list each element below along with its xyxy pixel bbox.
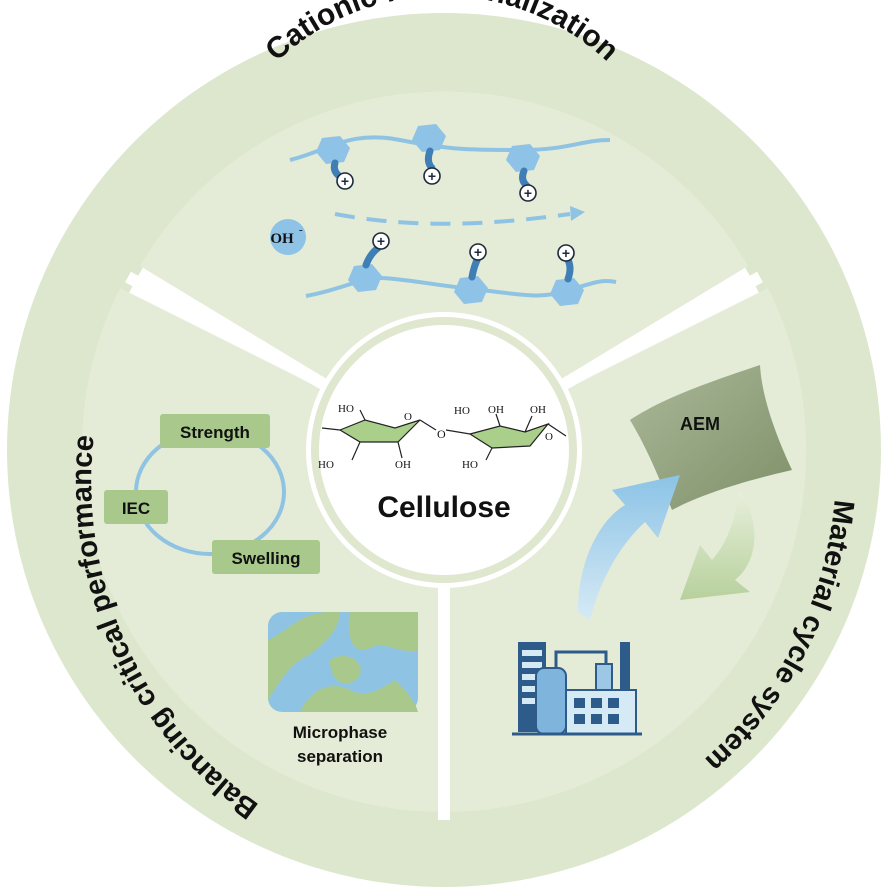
iec-box: IEC — [104, 490, 168, 524]
cation-plus-icon: + — [557, 244, 575, 262]
center-ring-band — [311, 317, 577, 583]
monomer-hexagon — [412, 124, 446, 152]
svg-text:Strength: Strength — [180, 423, 250, 442]
cation-plus-icon: + — [519, 184, 537, 202]
svg-text:-: - — [299, 224, 303, 236]
svg-text:+: + — [524, 185, 532, 201]
svg-text:OH: OH — [395, 459, 411, 471]
swelling-box: Swelling — [212, 540, 320, 574]
svg-text:O: O — [545, 431, 553, 443]
factory-icon — [512, 642, 642, 736]
svg-text:HO: HO — [338, 403, 354, 415]
svg-text:+: + — [474, 244, 482, 260]
strength-box: Strength — [160, 414, 270, 448]
recycle-arrow-green — [680, 490, 755, 600]
microphase-label-line1: Microphase — [293, 723, 387, 742]
monomer-hexagon — [316, 136, 350, 164]
svg-text:OH: OH — [530, 404, 546, 416]
svg-text:+: + — [562, 245, 570, 261]
recycle-arrow-blue — [578, 475, 680, 620]
cation-plus-icon: + — [469, 243, 487, 261]
monomer-hexagon — [550, 278, 584, 306]
svg-text:OH: OH — [270, 231, 294, 247]
center-ring — [306, 312, 582, 588]
polymer-chain-upper: + + + — [289, 124, 611, 202]
svg-text:+: + — [377, 233, 385, 249]
cellulose-structure: HO HO OH O O HO OH OH O HO — [318, 403, 567, 471]
svg-text:HO: HO — [318, 459, 334, 471]
svg-text:AEM: AEM — [680, 414, 720, 434]
cation-plus-icon: + — [336, 172, 354, 190]
svg-text:HO: HO — [462, 459, 478, 471]
svg-text:+: + — [341, 173, 349, 189]
svg-text:O: O — [437, 427, 446, 441]
svg-text:O: O — [404, 411, 412, 423]
svg-text:IEC: IEC — [122, 499, 150, 518]
ion-transport-arrowhead — [570, 206, 585, 221]
svg-text:+: + — [428, 168, 436, 184]
svg-text:OH: OH — [488, 404, 504, 416]
svg-text:Swelling: Swelling — [232, 549, 301, 568]
panel-top — [140, 91, 748, 450]
center-label: Cellulose — [377, 491, 510, 524]
microphase-illustration — [268, 612, 418, 712]
cation-plus-icon: + — [423, 167, 441, 185]
monomer-hexagon — [348, 264, 382, 292]
monomer-hexagon — [454, 276, 488, 304]
polymer-chain-lower: + + + — [305, 232, 617, 306]
aem-membrane: AEM — [630, 365, 792, 510]
monomer-hexagon — [506, 144, 540, 172]
svg-text:HO: HO — [454, 405, 470, 417]
hydroxide-ion: OH - — [270, 219, 306, 255]
cation-plus-icon: + — [372, 232, 390, 250]
microphase-label-line2: separation — [297, 747, 383, 766]
ion-transport-arrow — [334, 212, 571, 226]
